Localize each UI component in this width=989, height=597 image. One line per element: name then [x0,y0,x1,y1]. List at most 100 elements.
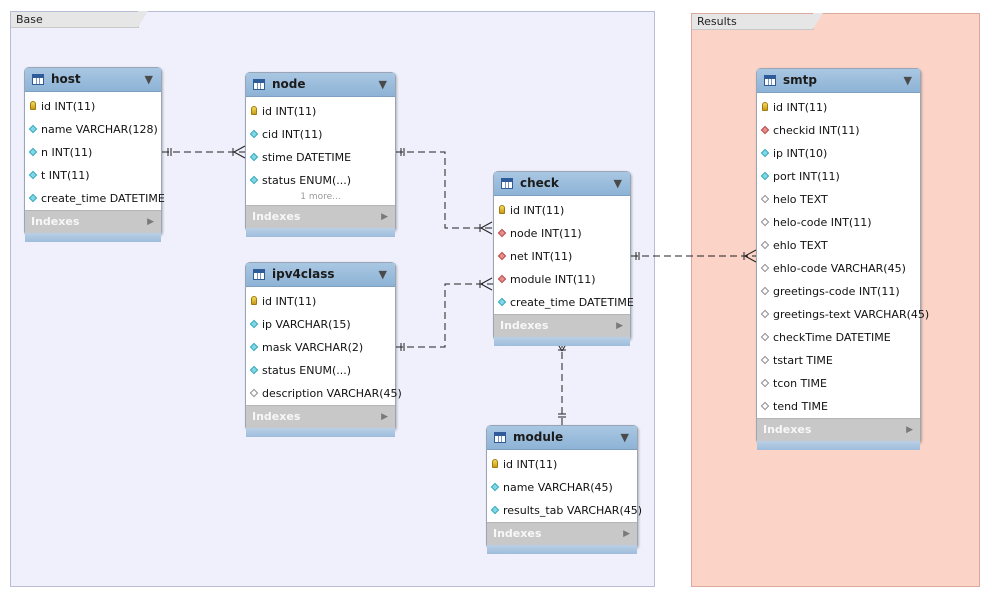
primary-key-icon [499,205,505,214]
column-row[interactable]: ehlo-code VARCHAR(45) [757,257,920,280]
column-row[interactable]: t INT(11) [25,164,161,187]
table-host[interactable]: host ▼ id INT(11) name VARCHAR(128) n IN… [24,67,165,242]
column-row[interactable]: id INT(11) [487,453,637,476]
column-row[interactable]: name VARCHAR(128) [25,118,161,141]
table-header[interactable]: check ▼ [494,172,630,196]
column-icon [760,148,770,158]
table-ipv4class[interactable]: ipv4class ▼ id INT(11) ip VARCHAR(15) ma… [245,262,402,437]
expand-arrow-icon[interactable]: ▶ [616,321,623,331]
primary-key-icon [251,106,257,115]
table-name: ipv4class [272,267,335,281]
column-row[interactable]: tend TIME [757,395,920,418]
more-columns-label[interactable]: 1 more... [300,192,341,202]
column-icon [28,147,38,157]
table-footer [246,428,395,437]
table-header[interactable]: module ▼ [487,426,637,450]
column-row[interactable]: create_time DATETIME [494,291,634,314]
nullable-column-icon [760,309,770,319]
collapse-arrow-icon[interactable]: ▼ [378,78,387,91]
layer-results-label: Results [692,13,823,30]
column-row[interactable]: name VARCHAR(45) [487,476,637,499]
expand-arrow-icon[interactable]: ▶ [381,212,388,222]
column-row[interactable]: helo TEXT [757,188,920,211]
relationship-module-check[interactable] [555,340,569,426]
table-module[interactable]: module ▼ id INT(11) name VARCHAR(45) res… [486,425,642,554]
indexes-section[interactable]: Indexes▶ [246,205,395,228]
collapse-arrow-icon[interactable]: ▼ [620,431,629,444]
column-row[interactable]: id INT(11) [246,290,395,313]
column-row[interactable]: id INT(11) [757,96,920,119]
nullable-column-icon [760,217,770,227]
column-row[interactable]: results_tab VARCHAR(45) [487,499,642,522]
nullable-column-icon [760,401,770,411]
indexes-section[interactable]: Indexes▶ [757,418,920,441]
indexes-section[interactable]: Indexes▶ [494,314,630,337]
table-name: smtp [783,73,817,87]
collapse-arrow-icon[interactable]: ▼ [144,73,153,86]
expand-arrow-icon[interactable]: ▶ [906,425,913,435]
column-row[interactable]: status ENUM(...) [246,359,395,382]
table-header[interactable]: node ▼ [246,73,395,97]
column-row[interactable]: id INT(11) [246,100,395,123]
column-row[interactable]: checkTime DATETIME [757,326,920,349]
column-row[interactable]: checkid INT(11) [757,119,920,142]
column-row[interactable]: greetings-code INT(11) [757,280,920,303]
column-row[interactable]: tstart TIME [757,349,920,372]
table-name: module [513,430,564,444]
column-row[interactable]: ip INT(10) [757,142,920,165]
indexes-section[interactable]: Indexes▶ [25,210,161,233]
column-row[interactable]: port INT(11) [757,165,920,188]
relationship-check-smtp[interactable] [631,249,757,263]
column-icon [249,365,259,375]
relationship-ipv4class-check[interactable] [396,277,493,351]
nullable-column-icon [760,286,770,296]
column-row[interactable]: tcon TIME [757,372,920,395]
column-icon [249,152,259,162]
indexes-section[interactable]: Indexes▶ [487,522,637,545]
collapse-arrow-icon[interactable]: ▼ [903,74,912,87]
nullable-column-icon [760,194,770,204]
table-footer [246,228,395,237]
table-header[interactable]: ipv4class ▼ [246,263,395,287]
table-smtp[interactable]: smtp ▼ id INT(11) checkid INT(11) ip INT… [756,68,929,450]
expand-arrow-icon[interactable]: ▶ [381,412,388,422]
column-row[interactable]: cid INT(11) [246,123,395,146]
nullable-column-icon [760,332,770,342]
table-node[interactable]: node ▼ id INT(11) cid INT(11) stime DATE… [245,72,396,237]
relationship-node-check[interactable] [396,148,493,235]
column-row[interactable]: helo-code INT(11) [757,211,920,234]
column-row[interactable]: description VARCHAR(45) [246,382,402,405]
column-row[interactable]: ip VARCHAR(15) [246,313,395,336]
column-icon [490,505,500,515]
primary-key-icon [30,101,36,110]
column-row[interactable]: id INT(11) [25,95,161,118]
table-icon [253,79,265,90]
column-row[interactable]: module INT(11) [494,268,630,291]
collapse-arrow-icon[interactable]: ▼ [613,177,622,190]
expand-arrow-icon[interactable]: ▶ [623,529,630,539]
collapse-arrow-icon[interactable]: ▼ [378,268,387,281]
column-row[interactable]: n INT(11) [25,141,161,164]
column-row[interactable]: ehlo TEXT [757,234,920,257]
table-check[interactable]: check ▼ id INT(11) node INT(11) net INT(… [493,171,634,346]
table-header[interactable]: smtp ▼ [757,69,920,93]
column-row[interactable]: mask VARCHAR(2) [246,336,395,359]
column-row[interactable]: create_time DATETIME [25,187,165,210]
column-row[interactable]: greetings-text VARCHAR(45) [757,303,929,326]
column-row[interactable]: stime DATETIME [246,146,395,169]
column-row[interactable]: status ENUM(...) [246,169,395,192]
column-row[interactable]: id INT(11) [494,199,630,222]
column-icon [490,482,500,492]
table-icon [494,432,506,443]
table-header[interactable]: host ▼ [25,68,161,92]
column-row[interactable]: net INT(11) [494,245,630,268]
column-icon [28,170,38,180]
indexes-section[interactable]: Indexes▶ [246,405,395,428]
column-row[interactable]: node INT(11) [494,222,630,245]
table-name: node [272,77,306,91]
nullable-column-icon [760,240,770,250]
table-footer [487,545,637,554]
expand-arrow-icon[interactable]: ▶ [147,217,154,227]
relationship-host-node[interactable] [162,145,246,159]
